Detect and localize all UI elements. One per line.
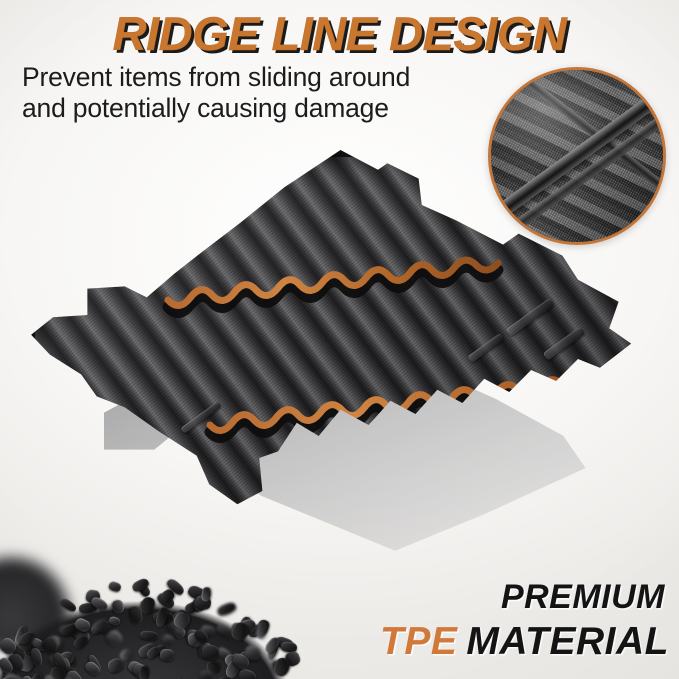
tpe-pellet [237,667,258,679]
page-title: RIDGE LINE DESIGN [112,7,567,60]
tpe-pellet [59,597,79,614]
tpe-pellet [243,644,261,661]
tpe-pellet [160,648,175,661]
tpe-pellet [201,643,221,661]
footer-tpe-label: TPE [380,620,458,663]
subtitle-line-2: and potentially causing damage [22,93,389,124]
closeup-highlight [491,70,663,242]
tpe-pellet [139,629,159,641]
mat-body [31,150,632,505]
tpe-pellet [107,580,122,593]
tpe-pellet [215,601,237,618]
footer-premium-label: PREMIUM [500,578,665,616]
tpe-pellet-pile [0,535,310,679]
mat-raised-lip [31,150,631,504]
footer-material-label: MATERIAL [466,620,669,663]
ridge-line-closeup-inset [488,67,666,245]
subtitle: Prevent items from sliding around and po… [22,62,502,125]
mat-stamp-bar [128,427,158,452]
subtitle-line-1: Prevent items from sliding around [22,62,411,92]
tpe-pellet [111,599,125,615]
pellet-host [0,535,310,679]
product-image-truck-bed-mat [28,150,653,590]
tpe-pellet [138,666,149,679]
mat-stamp-bar [85,404,118,431]
